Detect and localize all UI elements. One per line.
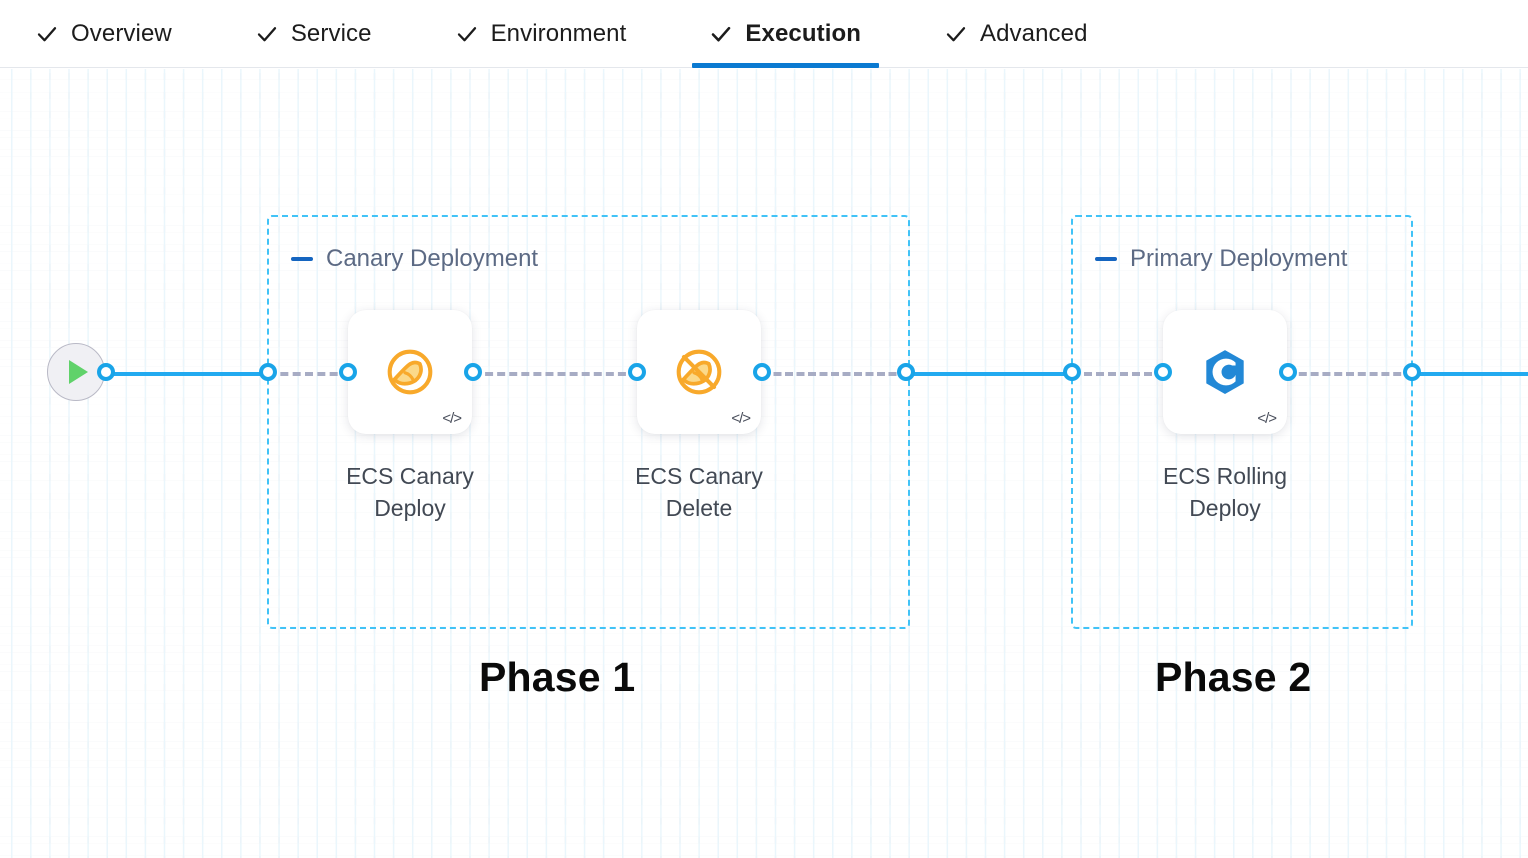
minus-icon[interactable] [291, 257, 313, 261]
tab-label: Execution [745, 20, 861, 47]
port-canary-deploy-in[interactable] [339, 363, 357, 381]
ecs-hexagon-icon [1206, 350, 1244, 394]
port-rolling-deploy-out[interactable] [1279, 363, 1297, 381]
check-icon [256, 23, 278, 45]
port-start-out[interactable] [97, 363, 115, 381]
tab-label: Environment [490, 20, 627, 47]
tab-label: Service [290, 20, 372, 47]
tab-service[interactable]: Service [256, 0, 400, 68]
edge-phase1-entry [268, 372, 350, 376]
edge-canary-deploy-to-canary-delete [473, 372, 638, 376]
minus-icon[interactable] [1095, 257, 1117, 261]
group-canary-deployment[interactable]: Canary Deployment [267, 215, 910, 629]
pipeline-canvas[interactable]: Canary Deployment Primary Deployment [0, 69, 1528, 858]
play-icon [69, 360, 88, 384]
code-badge-icon[interactable]: </> [442, 410, 462, 427]
port-rolling-deploy-in[interactable] [1154, 363, 1172, 381]
check-icon [456, 23, 478, 45]
check-icon [710, 23, 732, 45]
group-primary-deployment[interactable]: Primary Deployment [1071, 215, 1413, 629]
tab-label: Overview [71, 20, 172, 47]
group-title: Primary Deployment [1130, 245, 1348, 272]
canary-bird-slash-icon [676, 349, 722, 395]
phase-label-1: Phase 1 [479, 654, 636, 700]
port-phase2-in[interactable] [1063, 363, 1081, 381]
code-badge-icon[interactable]: </> [1257, 410, 1277, 427]
code-badge-icon[interactable]: </> [731, 410, 751, 427]
group-title: Canary Deployment [326, 245, 539, 272]
group-header-canary-deployment[interactable]: Canary Deployment [291, 245, 538, 273]
tab-label: Advanced [980, 20, 1088, 47]
edge-phase2-exit [1287, 372, 1413, 376]
phase-label-2: Phase 2 [1155, 654, 1312, 700]
edge-phase2-entry [1072, 372, 1164, 376]
port-phase1-out[interactable] [897, 363, 915, 381]
edge-phase2-to-next [1411, 372, 1528, 376]
port-phase1-in[interactable] [259, 363, 277, 381]
port-canary-deploy-out[interactable] [464, 363, 482, 381]
edge-phase1-exit [762, 372, 908, 376]
check-icon [36, 23, 58, 45]
port-canary-delete-out[interactable] [753, 363, 771, 381]
node-ecs-rolling-deploy[interactable]: </> [1163, 310, 1287, 434]
start-node[interactable] [47, 343, 105, 401]
node-label-ecs-canary-deploy: ECS Canary Deploy [346, 463, 474, 521]
node-ecs-canary-deploy[interactable]: </> [348, 310, 472, 434]
tab-execution[interactable]: Execution [692, 0, 889, 68]
edge-phase1-to-phase2 [906, 372, 1074, 376]
node-label-ecs-canary-delete: ECS Canary Delete [635, 463, 763, 521]
wizard-tab-bar: Overview Service Environment Execution A… [0, 0, 1528, 68]
tab-advanced[interactable]: Advanced [945, 0, 1116, 68]
node-label-ecs-rolling-deploy: ECS Rolling Deploy [1163, 463, 1287, 521]
port-phase2-out[interactable] [1403, 363, 1421, 381]
check-icon [945, 23, 967, 45]
tab-overview[interactable]: Overview [36, 0, 200, 68]
group-header-primary-deployment[interactable]: Primary Deployment [1095, 245, 1347, 273]
port-canary-delete-in[interactable] [628, 363, 646, 381]
canary-bird-icon [387, 349, 433, 395]
tab-environment[interactable]: Environment [456, 0, 655, 68]
node-ecs-canary-delete[interactable]: </> [637, 310, 761, 434]
edge-start-to-phase1 [106, 372, 270, 376]
